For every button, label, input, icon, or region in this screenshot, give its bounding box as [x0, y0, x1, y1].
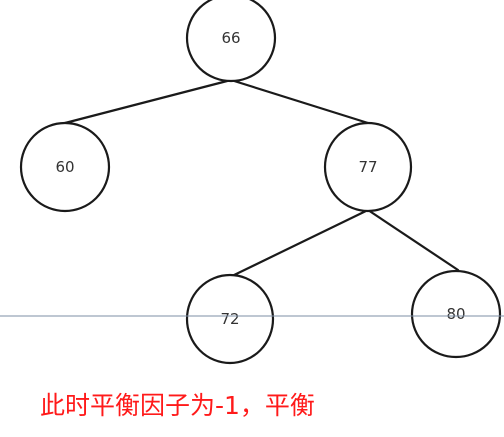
edge-66-77: [229, 78, 370, 125]
caption-text: 此时平衡因子为-1，平衡: [40, 391, 315, 420]
tree-edges: [63, 78, 460, 279]
edge-66-60: [63, 78, 233, 125]
node-circle: [19, 121, 111, 213]
node-label: 60: [55, 158, 74, 176]
tree-node-60: 60: [19, 121, 111, 213]
tree-node-80: 80: [410, 269, 502, 359]
edge-77-80: [366, 208, 460, 272]
node-label: 80: [446, 305, 465, 323]
node-circle: [323, 121, 413, 213]
node-circle: [185, 273, 275, 365]
node-label: 77: [358, 158, 377, 176]
node-circle: [185, 0, 277, 83]
tree-node-66: 66: [185, 0, 277, 83]
edge-77-72: [228, 208, 370, 279]
tree-node-77: 77: [323, 121, 413, 213]
tree-node-72: 72: [185, 273, 275, 365]
node-label: 66: [221, 29, 240, 47]
node-label: 72: [220, 310, 239, 328]
node-circle: [410, 269, 502, 359]
